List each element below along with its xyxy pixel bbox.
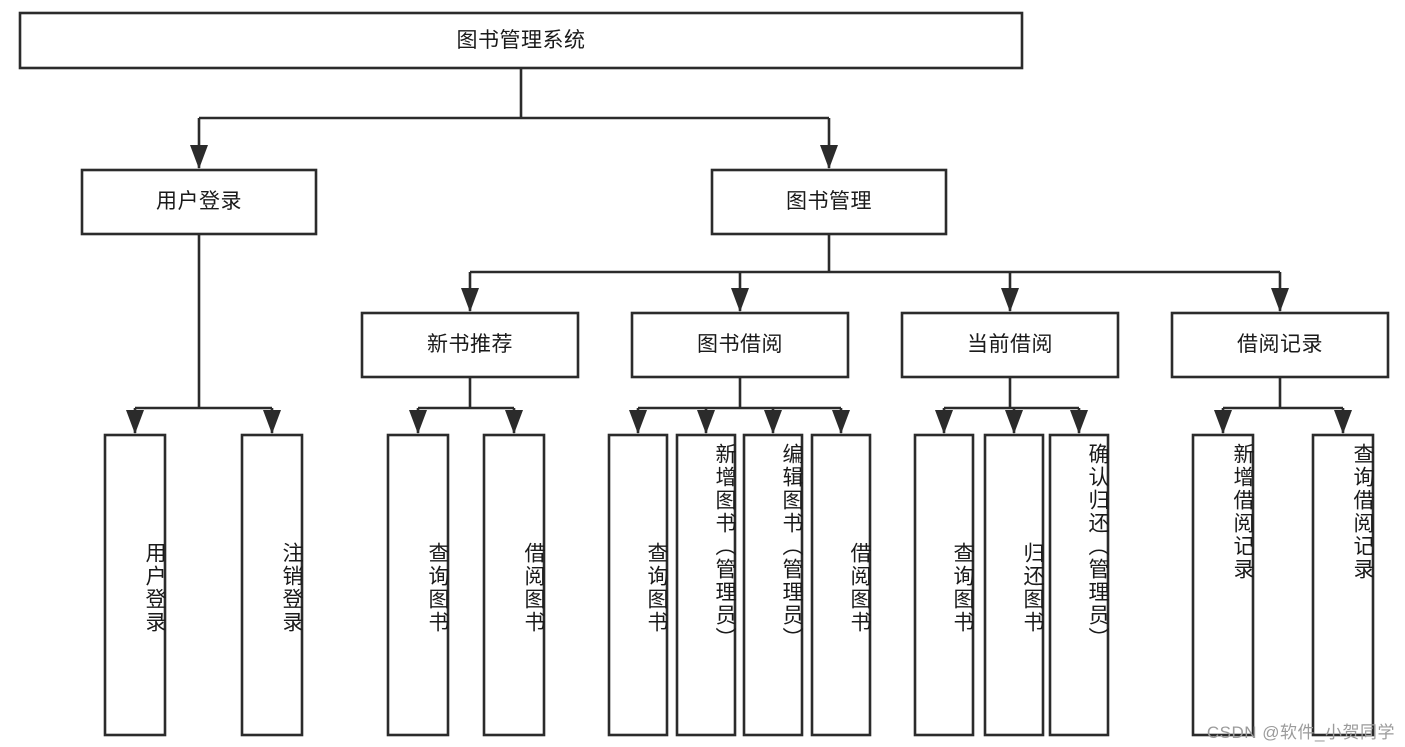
node-box-new-book-recommend — [360, 311, 580, 379]
arrow-head-icon — [461, 288, 479, 312]
arrow-head-icon — [126, 410, 144, 434]
node-box-leaf-confirm-return — [1048, 433, 1110, 737]
arrow-head-icon — [1334, 410, 1352, 434]
node-box-leaf-query-book-cb — [913, 433, 975, 737]
arrow-head-icon — [505, 410, 523, 434]
node-box-current-borrow — [900, 311, 1120, 379]
arrow-head-icon — [1001, 288, 1019, 312]
arrow-head-icon — [731, 288, 749, 312]
node-box-leaf-user-login — [103, 433, 167, 737]
box-layer — [18, 11, 1390, 737]
arrow-head-icon — [409, 410, 427, 434]
node-box-leaf-add-borrow-record — [1191, 433, 1255, 737]
arrow-head-icon — [263, 410, 281, 434]
node-box-borrow-record — [1170, 311, 1390, 379]
arrow-head-icon — [629, 410, 647, 434]
node-box-book-manage — [710, 168, 948, 236]
connector-layer — [126, 68, 1352, 434]
node-box-user-login — [80, 168, 318, 236]
node-box-leaf-logout — [240, 433, 304, 737]
node-box-leaf-edit-book — [742, 433, 804, 737]
node-box-leaf-return-book — [983, 433, 1045, 737]
node-box-leaf-query-book-bb — [607, 433, 669, 737]
node-box-leaf-borrow-book-bb — [810, 433, 872, 737]
arrow-head-icon — [1070, 410, 1088, 434]
arrow-head-icon — [935, 410, 953, 434]
node-box-leaf-borrow-book-rec — [482, 433, 546, 737]
node-box-leaf-add-book — [675, 433, 737, 737]
arrow-head-icon — [1271, 288, 1289, 312]
arrow-head-icon — [1005, 410, 1023, 434]
arrow-head-icon — [190, 145, 208, 169]
arrow-head-icon — [764, 410, 782, 434]
arrow-head-icon — [1214, 410, 1232, 434]
node-box-leaf-query-book-rec — [386, 433, 450, 737]
watermark-text: CSDN @软件_小贺同学 — [1206, 723, 1395, 742]
node-box-root — [18, 11, 1024, 70]
arrow-head-icon — [832, 410, 850, 434]
node-box-leaf-query-borrow-record — [1311, 433, 1375, 737]
arrow-head-icon — [697, 410, 715, 434]
node-box-book-borrow — [630, 311, 850, 379]
arrow-head-icon — [820, 145, 838, 169]
